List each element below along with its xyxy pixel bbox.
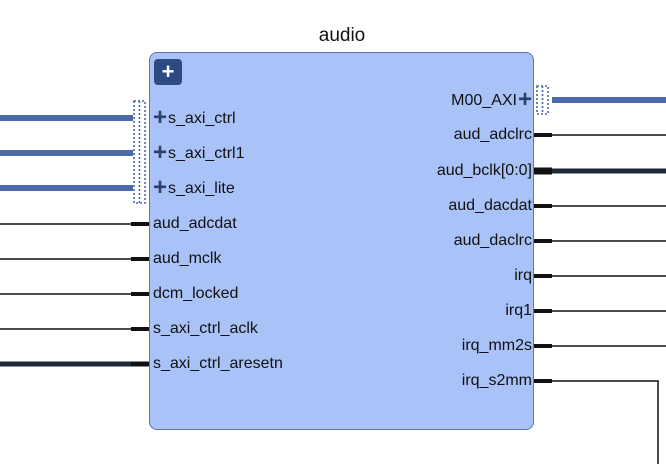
port-aud-mclk[interactable]: aud_mclk <box>153 250 222 267</box>
port-s-axi-ctrl[interactable]: +s_axi_ctrl <box>153 104 236 131</box>
plus-icon[interactable]: + <box>153 104 168 131</box>
port-aud-dacdat[interactable]: aud_dacdat <box>448 197 532 214</box>
port-m00-axi[interactable]: M00_AXI+ <box>451 86 532 113</box>
port-s-axi-lite[interactable]: +s_axi_lite <box>153 174 235 201</box>
wire-irq-s2mm[interactable] <box>552 380 659 464</box>
port-aud-adcdat[interactable]: aud_adcdat <box>153 215 237 232</box>
right-interface-connector <box>536 85 549 115</box>
port-label: s_axi_ctrl <box>168 110 236 127</box>
port-irq-s2mm[interactable]: irq_s2mm <box>461 372 532 389</box>
port-irq[interactable]: irq <box>514 267 532 284</box>
port-aud-daclrc[interactable]: aud_daclrc <box>453 232 532 249</box>
port-label: s_axi_ctrl1 <box>168 145 245 162</box>
plus-icon[interactable]: + <box>153 139 168 166</box>
expand-icon[interactable]: + <box>154 59 182 85</box>
plus-icon[interactable]: + <box>153 174 168 201</box>
block-title: audio <box>318 25 366 46</box>
port-aud-adclrc[interactable]: aud_adclrc <box>453 126 532 143</box>
port-label: M00_AXI <box>451 92 517 109</box>
audio-block[interactable] <box>149 52 534 430</box>
left-interface-connector <box>133 100 146 204</box>
right-pin-stubs <box>534 133 552 383</box>
port-label: s_axi_lite <box>168 180 235 197</box>
left-pin-stubs <box>131 222 149 367</box>
port-s-axi-ctrl-aclk[interactable]: s_axi_ctrl_aclk <box>153 320 258 337</box>
port-s-axi-ctrl1[interactable]: +s_axi_ctrl1 <box>153 139 245 166</box>
port-irq1[interactable]: irq1 <box>505 302 532 319</box>
port-irq-mm2s[interactable]: irq_mm2s <box>461 337 532 354</box>
port-aud-bclk[interactable]: aud_bclk[0:0] <box>436 162 532 179</box>
port-dcm-locked[interactable]: dcm_locked <box>153 285 239 302</box>
port-s-axi-ctrl-aresetn[interactable]: s_axi_ctrl_aresetn <box>153 355 283 372</box>
plus-icon[interactable]: + <box>517 86 532 113</box>
